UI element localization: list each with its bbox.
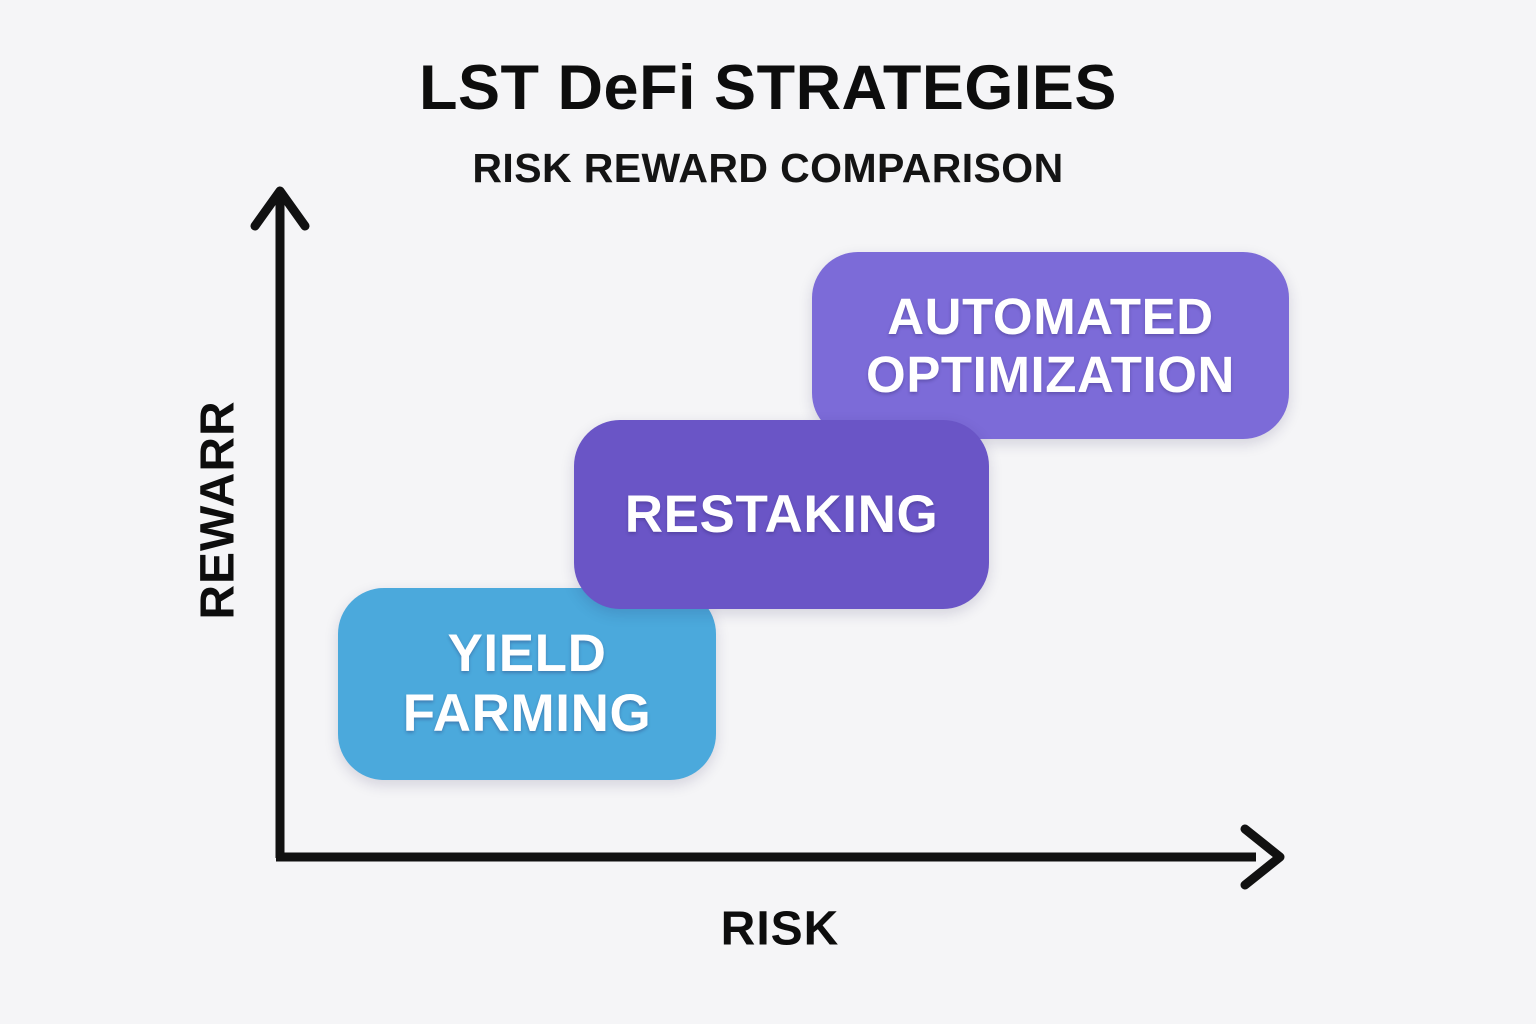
y-axis-label: REWARR bbox=[191, 400, 245, 620]
strategy-label-restaking: RESTAKING bbox=[624, 484, 939, 544]
y-axis-arrowhead-icon bbox=[250, 186, 310, 231]
strategy-box-automated-optimization[interactable]: AUTOMATED OPTIMIZATION bbox=[812, 252, 1289, 439]
strategy-label-yield-farming: YIELD FARMING bbox=[402, 624, 652, 743]
page-title: LST DeFi STRATEGIES bbox=[419, 53, 1117, 123]
page-subtitle: RISK REWARD COMPARISON bbox=[472, 145, 1064, 191]
x-axis-arrowhead-icon bbox=[1240, 824, 1285, 890]
x-axis-label: RISK bbox=[720, 902, 840, 956]
strategy-box-yield-farming[interactable]: YIELD FARMING bbox=[338, 588, 716, 780]
strategy-label-automated-optimization: AUTOMATED OPTIMIZATION bbox=[866, 287, 1235, 403]
strategy-box-restaking[interactable]: RESTAKING bbox=[574, 420, 989, 609]
